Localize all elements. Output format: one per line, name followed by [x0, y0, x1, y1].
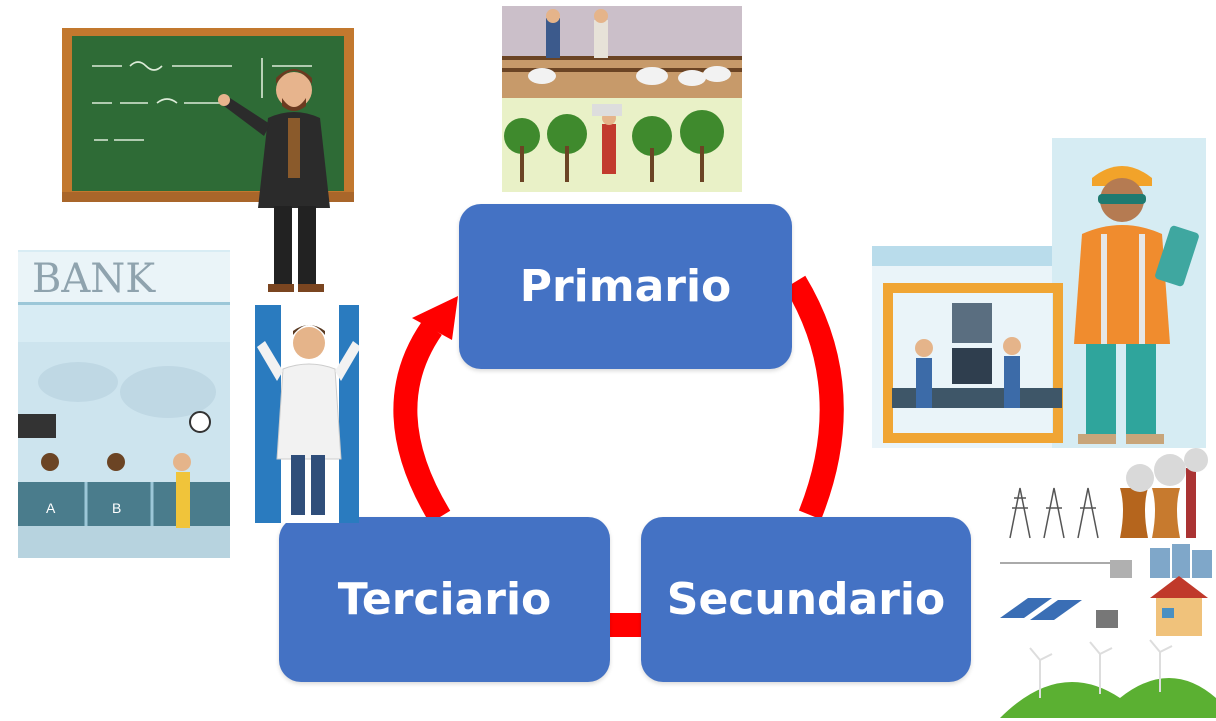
doctor-illustration — [255, 305, 359, 523]
node-primario: Primario — [459, 204, 792, 369]
bank-sign: BANK — [18, 252, 230, 305]
node-terciario: Terciario — [279, 517, 610, 682]
energy-infrastructure-illustration — [1000, 448, 1216, 718]
arrow-primario-to-secundario — [784, 275, 844, 520]
node-secundario-label: Secundario — [666, 574, 946, 625]
node-primario-label: Primario — [519, 261, 732, 312]
farming-illustration — [502, 6, 742, 192]
teacher-at-chalkboard-illustration — [62, 28, 354, 292]
counter-b-label: B — [112, 500, 122, 516]
bank-interior-illustration: BANK A B — [18, 250, 230, 558]
counter-a-label: A — [46, 500, 56, 516]
node-secundario: Secundario — [641, 517, 971, 682]
arrow-terciario-to-primario — [393, 321, 451, 524]
factory-worker-illustration — [872, 138, 1206, 448]
arrowhead-to-primario — [412, 296, 458, 340]
arrow-secundario-to-terciario — [604, 613, 642, 637]
node-terciario-label: Terciario — [337, 574, 552, 625]
